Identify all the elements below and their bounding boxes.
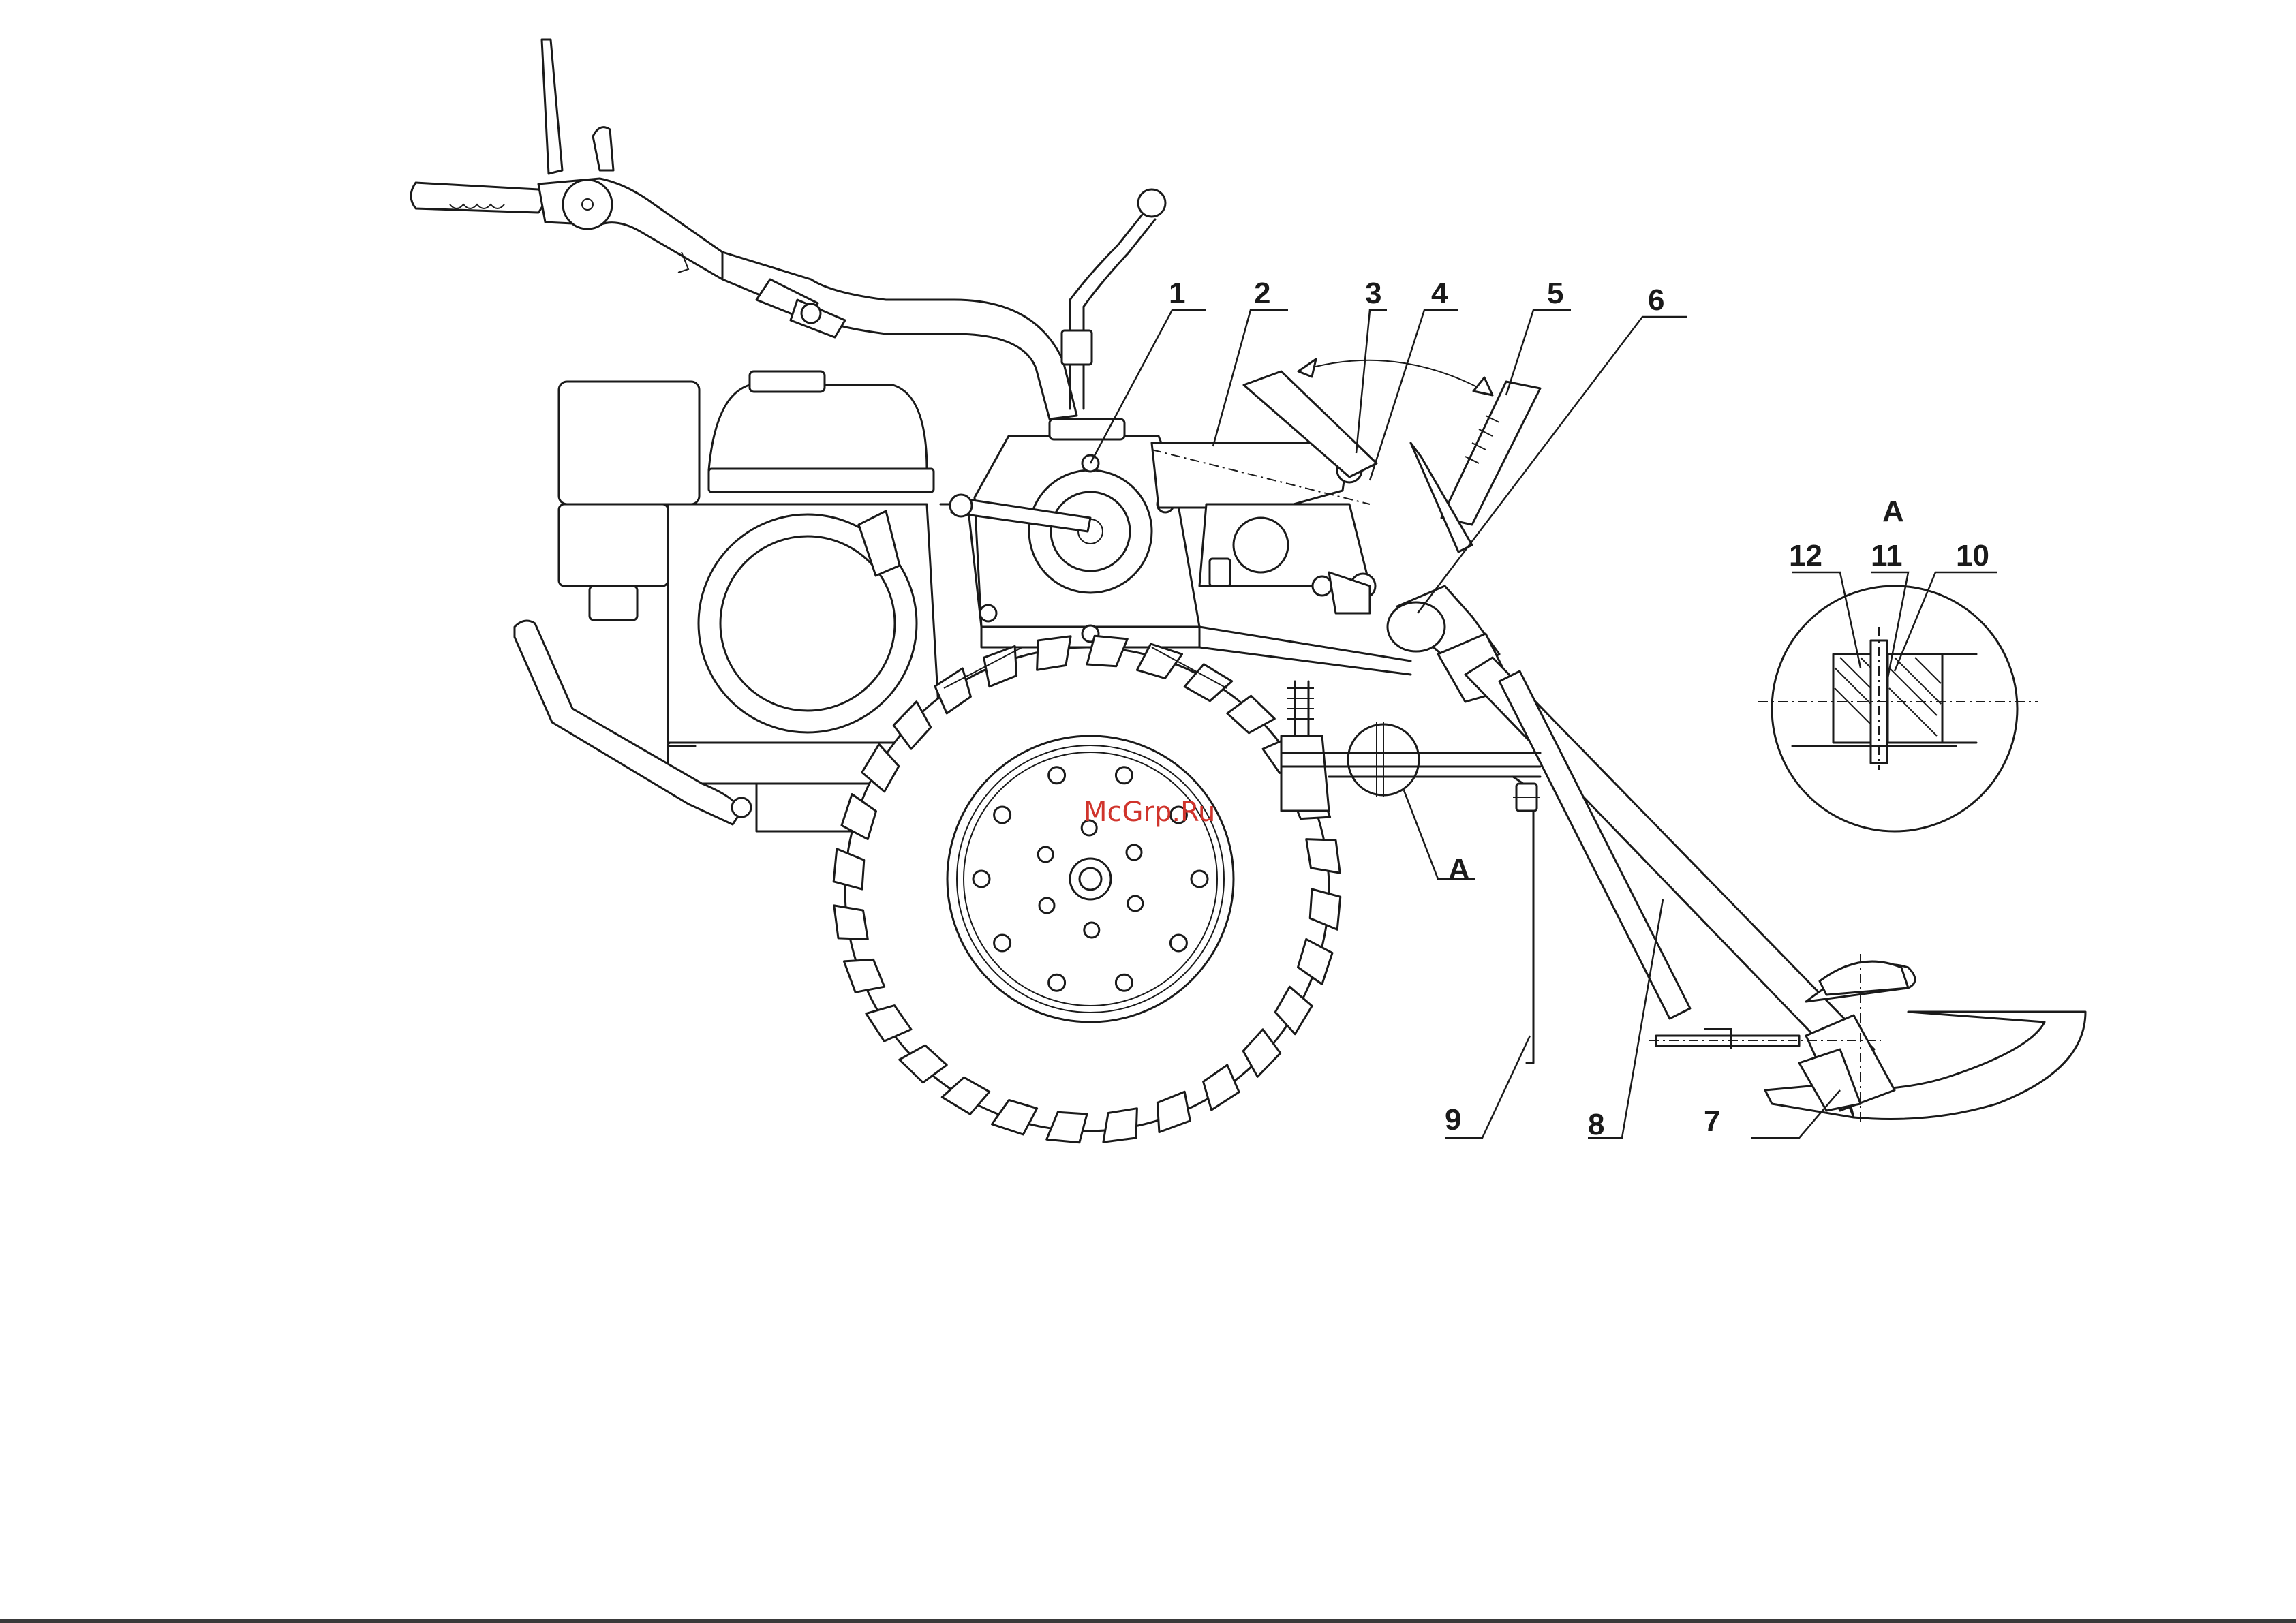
rim-bolt-hole — [1170, 935, 1187, 951]
mower-head — [1649, 954, 2085, 1124]
tire-tread-lug — [1103, 1109, 1137, 1143]
rim-bolt-hole — [973, 871, 990, 887]
callout-6: 6 — [1648, 283, 1664, 317]
section-view-label: A — [1882, 495, 1904, 528]
rim-bolt-hole — [994, 807, 1011, 823]
tire-tread-lug — [834, 906, 868, 940]
callout-3: 3 — [1365, 277, 1381, 310]
callout-7: 7 — [1704, 1104, 1720, 1138]
rim-bolt-hole — [1084, 923, 1099, 938]
callout-9: 9 — [1445, 1103, 1461, 1137]
rim-bolt-hole — [1039, 898, 1054, 913]
rim-bolt-hole — [1116, 974, 1132, 991]
rim-bolt-hole — [1128, 896, 1143, 911]
rim-bolt-hole — [1191, 871, 1208, 887]
callout-5: 5 — [1547, 277, 1563, 310]
callout-8: 8 — [1588, 1108, 1604, 1141]
watermark: McGrp.Ru — [1084, 797, 1215, 828]
callout-12: 12 — [1789, 539, 1822, 572]
rim-bolt-hole — [1116, 767, 1132, 784]
rim-bolt-hole — [1049, 974, 1065, 991]
callout-10: 10 — [1956, 539, 1989, 572]
tire-tread-lug — [1037, 636, 1071, 670]
rim-bolt-hole — [1038, 847, 1053, 862]
rim-bolt-hole — [1127, 845, 1142, 860]
handlebar — [411, 40, 1077, 419]
gear-shift-lever — [1062, 189, 1165, 409]
callout-2: 2 — [1254, 277, 1270, 310]
tire-tread-lug — [1306, 839, 1341, 874]
drive-wheel — [833, 636, 1341, 1143]
section-marker-label: A — [1448, 852, 1470, 886]
callout-4: 4 — [1431, 277, 1448, 310]
page-bottom-border — [0, 1619, 2296, 1623]
callout-1: 1 — [1169, 277, 1185, 310]
callout-11: 11 — [1871, 539, 1903, 572]
rim-bolt-hole — [994, 935, 1011, 951]
rim-bolt-hole — [1049, 767, 1065, 784]
